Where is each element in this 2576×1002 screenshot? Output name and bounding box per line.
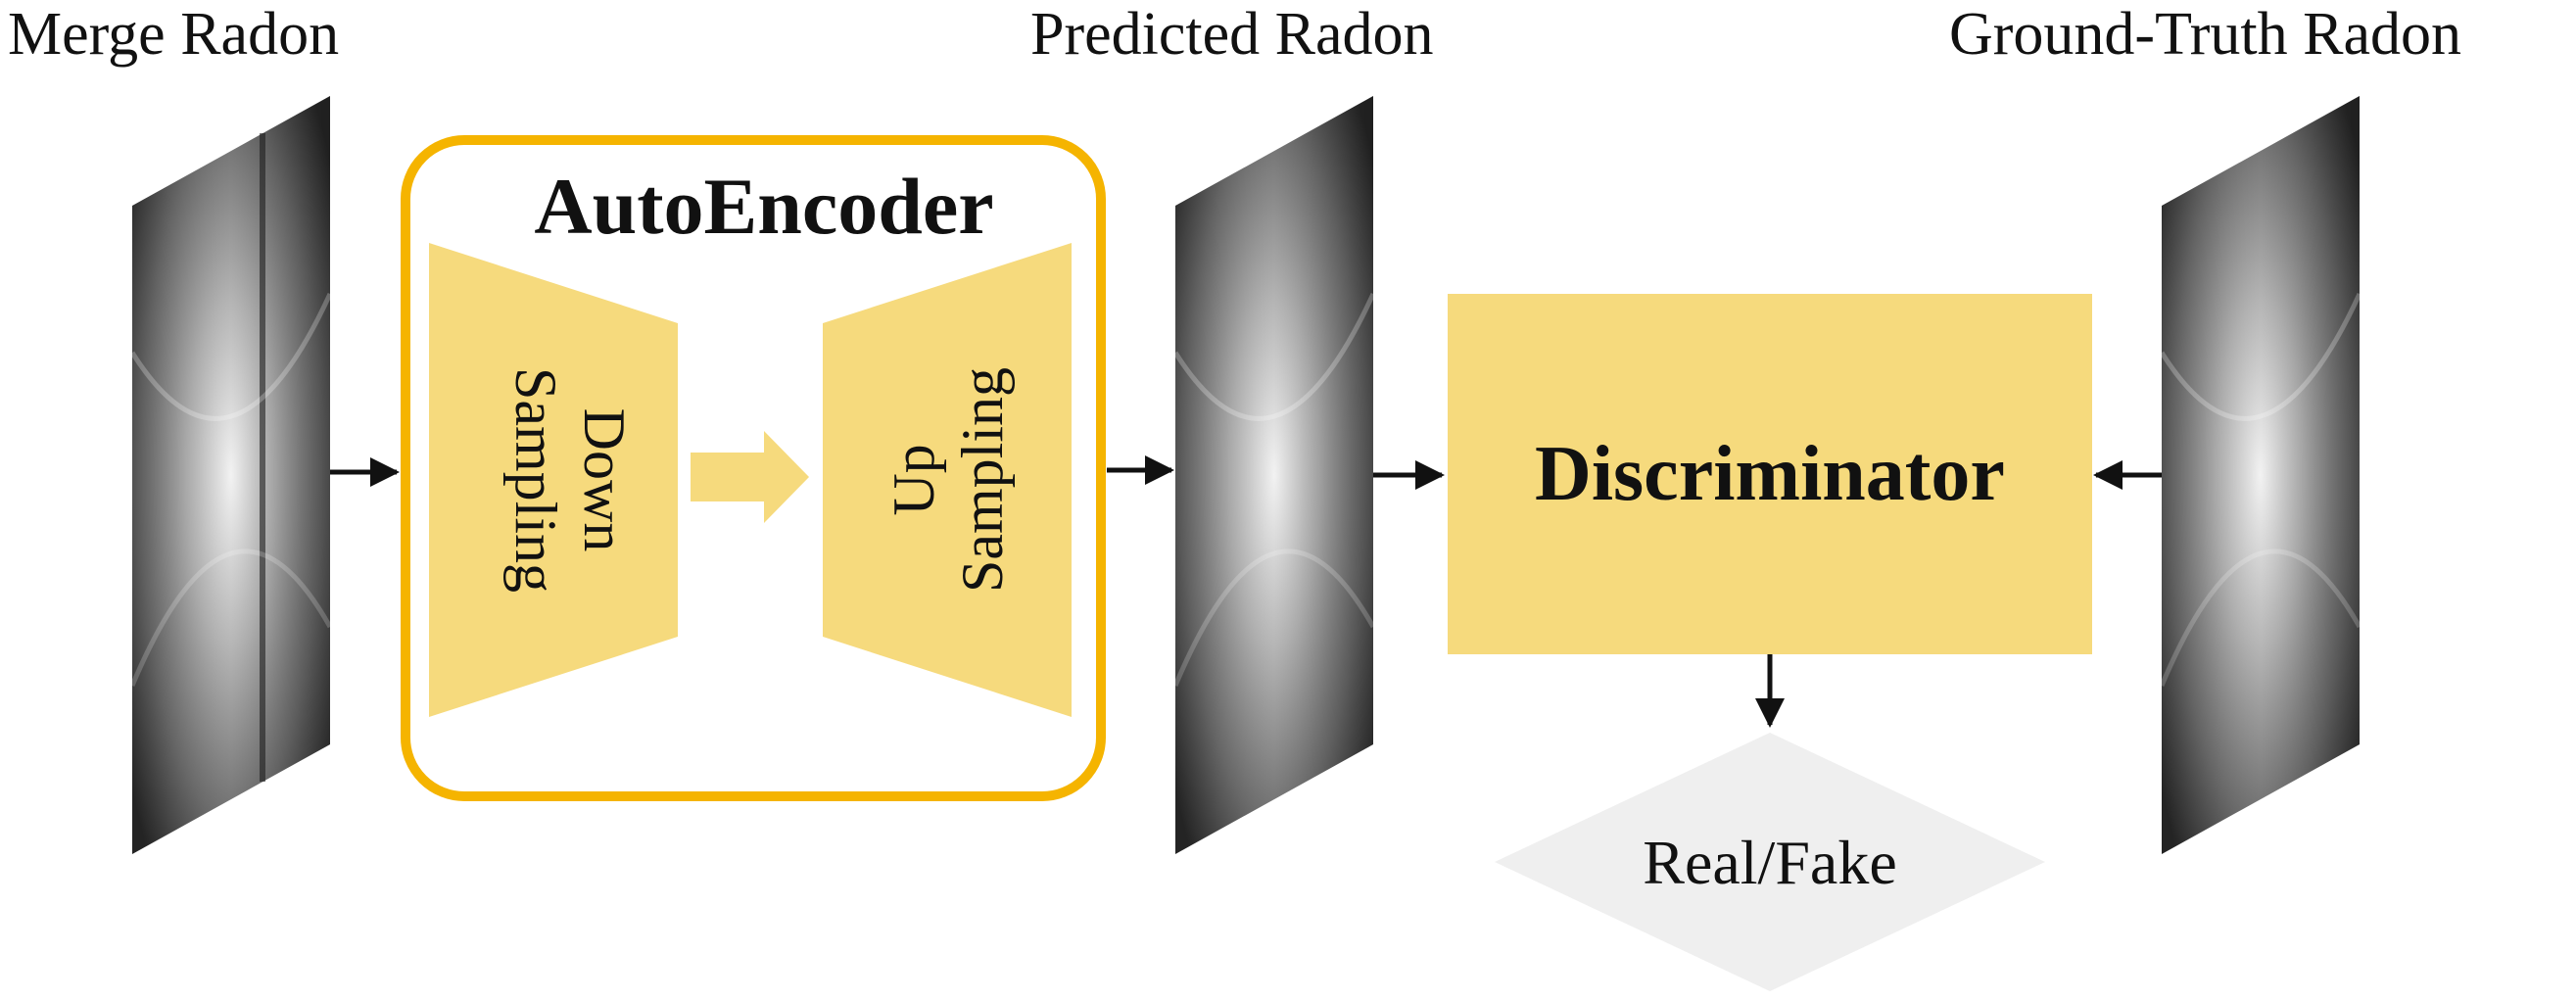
discriminator-block: [1448, 294, 2092, 654]
down-sampling-label-line2: Sampling: [503, 367, 568, 593]
up-sampling-label-line2: Sampling: [950, 367, 1015, 593]
output-diamond: [1495, 733, 2045, 991]
ground-truth-radon-label: Ground-Truth Radon: [1949, 1, 2461, 68]
autoencoder-title: AutoEncoder: [534, 162, 993, 251]
down-sampling-block: [429, 243, 678, 717]
output-label: Real/Fake: [1643, 828, 1896, 897]
predicted-radon-image: [1172, 96, 1376, 854]
predicted-radon-label: Predicted Radon: [1030, 1, 1434, 68]
up-sampling-label-line1: Up: [882, 444, 946, 515]
merge-radon-label: Merge Radon: [8, 1, 339, 68]
merge-radon-image: [129, 96, 333, 854]
up-sampling-block: [823, 243, 1072, 717]
discriminator-label: Discriminator: [1535, 431, 2005, 517]
internal-arrow: [691, 431, 809, 523]
autoencoder-block: AutoEncoder Down Sampling Up Sampling: [401, 135, 1106, 801]
ground-truth-radon-image: [2159, 96, 2362, 854]
down-sampling-label-line1: Down: [572, 408, 637, 552]
